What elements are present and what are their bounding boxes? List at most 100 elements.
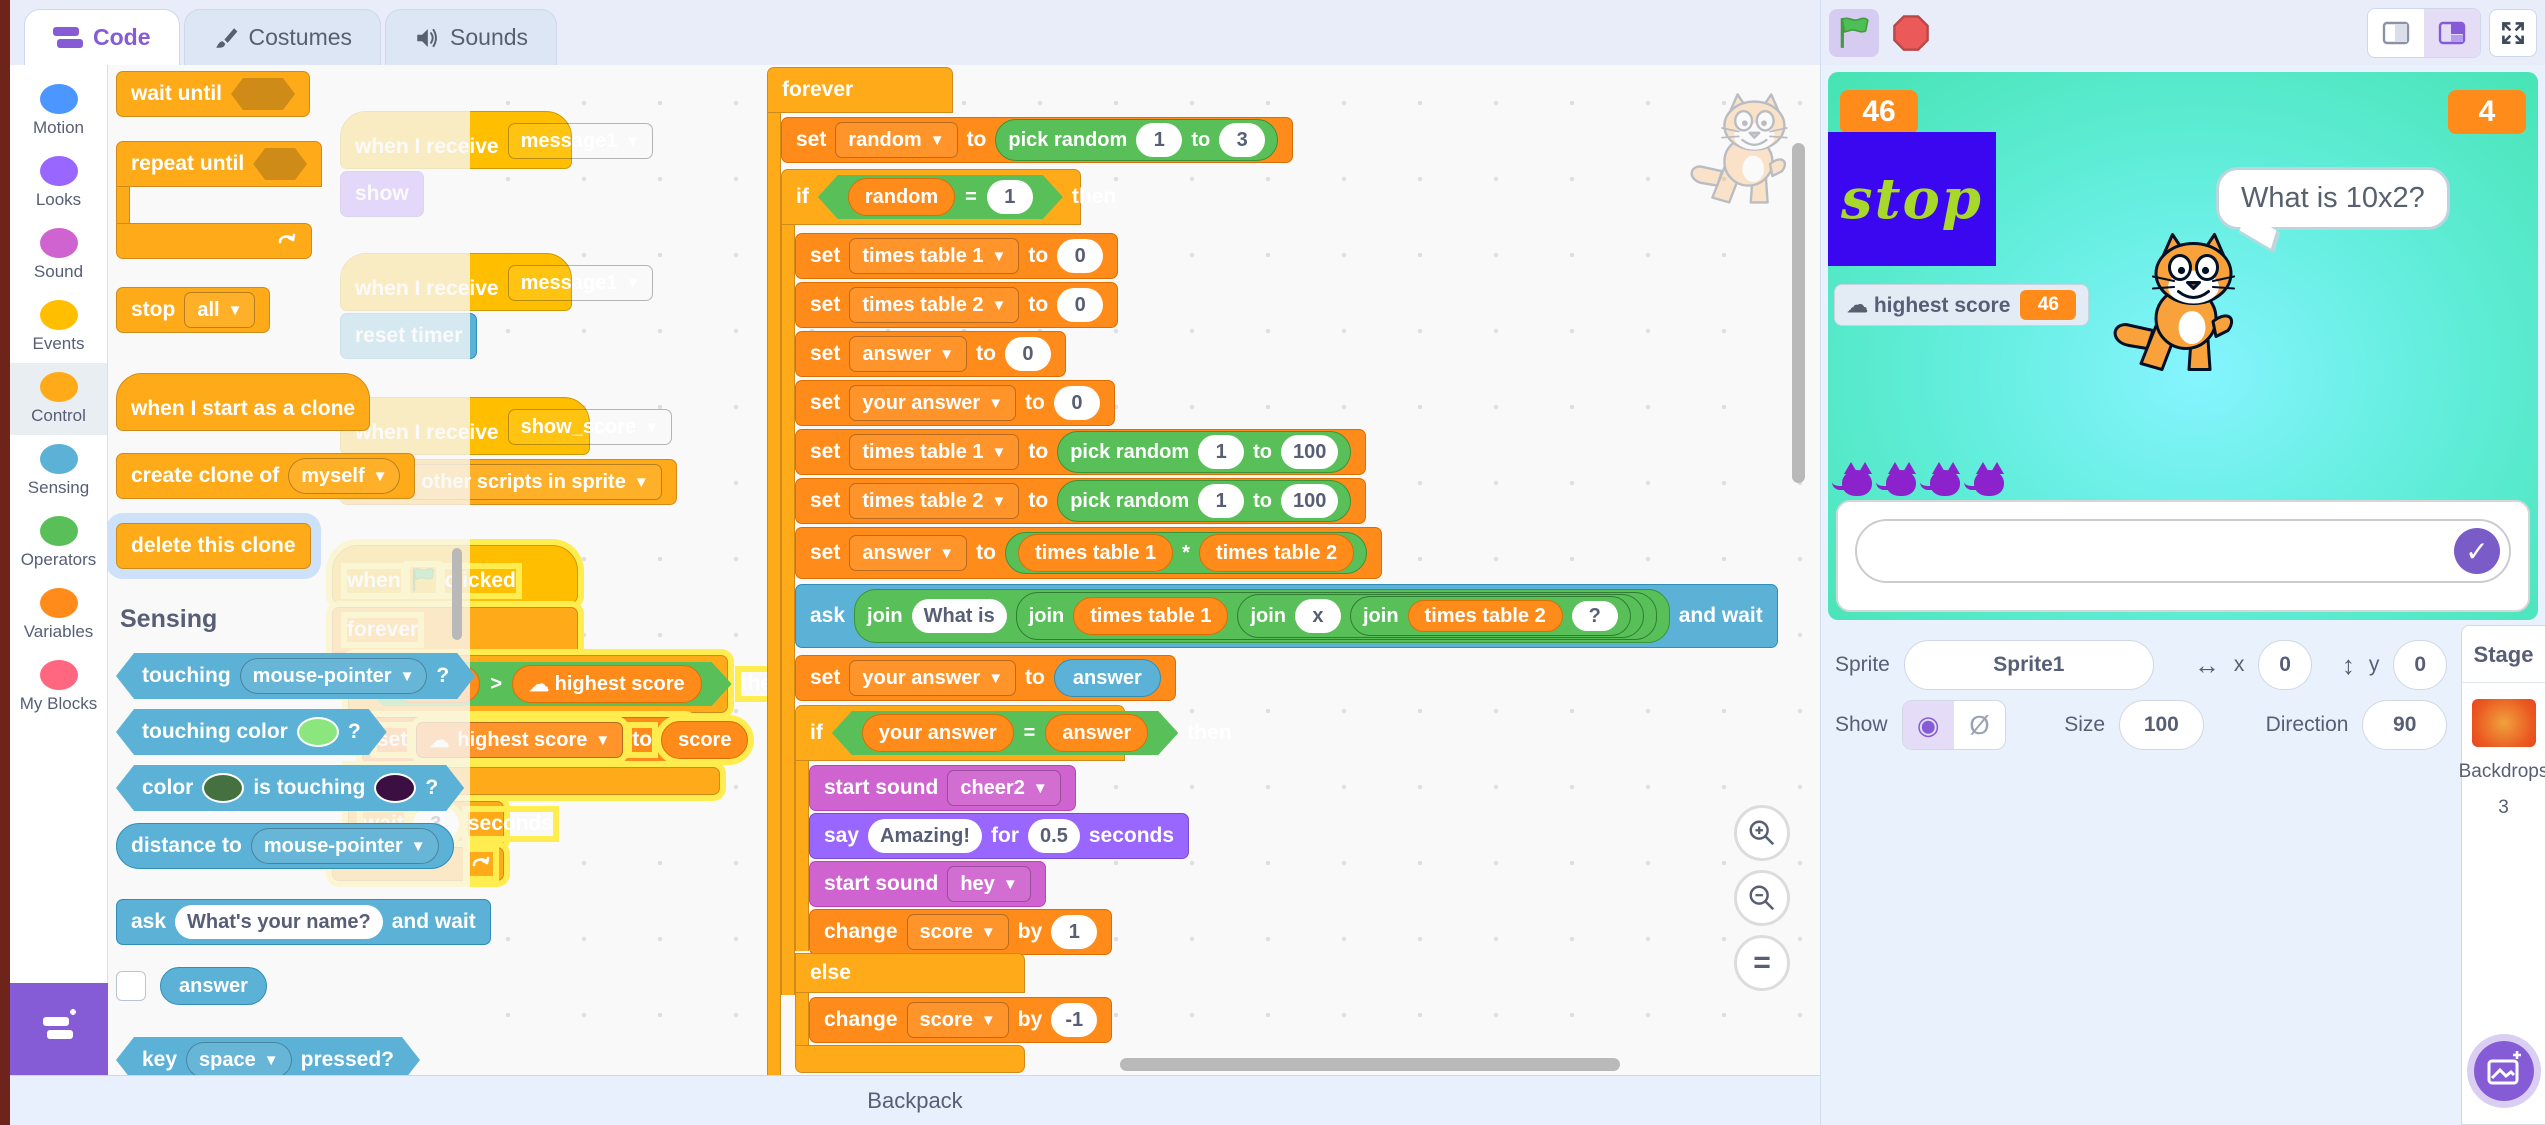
variable-dropdown[interactable]: your answer▼ [849,385,1017,421]
number-input[interactable]: 0.5 [1028,819,1080,853]
show-hidden-button[interactable]: Ø [1954,701,2005,749]
number-input[interactable]: 1 [1198,435,1245,469]
text-input[interactable]: Amazing! [868,819,983,853]
category-myblocks[interactable]: My Blocks [10,651,107,723]
number-input[interactable]: 1 [1198,484,1245,518]
sprite-x-input[interactable]: 0 [2258,640,2312,690]
purple-cat-sprite[interactable] [1832,462,1880,496]
variable-dropdown[interactable]: score▼ [906,1002,1009,1038]
set-tt2-random-block[interactable]: set times table 2▼ to pick random 1 to 1… [795,478,1367,524]
set-tt1-random-block[interactable]: set times table 1▼ to pick random 1 to 1… [795,429,1367,475]
category-operators[interactable]: Operators [10,507,107,579]
message-dropdown[interactable]: show_score▼ [507,409,673,445]
join-operator[interactable]: join What is join times table 1 join x j… [854,589,1670,643]
sound-dropdown[interactable]: hey▼ [947,866,1031,902]
purple-cat-sprite[interactable] [1876,462,1924,496]
stop-button[interactable] [1889,11,1933,55]
palette-answer-reporter[interactable]: answer [160,967,267,1005]
tt2-variable[interactable]: times table 2 [1407,600,1563,632]
number-input[interactable]: 1 [987,180,1033,214]
stage-canvas[interactable]: 46 4 stop ☁ highest score 46 What is 10x… [1828,72,2538,620]
value-input[interactable]: 0 [1053,386,1100,420]
palette-key-pressed-block[interactable]: key space▼ pressed? [116,1037,420,1075]
palette-ask-block[interactable]: ask What's your name? and wait [116,899,491,945]
set-answer-zero-block[interactable]: set answer▼ to 0 [795,331,1066,377]
number-input[interactable]: 100 [1281,484,1339,518]
value-input[interactable]: 0 [1057,288,1104,322]
fullscreen-button[interactable] [2489,8,2537,57]
message-dropdown[interactable]: message1▼ [507,123,654,159]
if-random-header[interactable]: if random = 1 then [781,169,1116,225]
color-picker-swatch[interactable] [297,717,339,747]
submit-answer-button[interactable]: ✓ [2454,528,2500,574]
variable-dropdown[interactable]: times table 1▼ [849,434,1020,470]
boolean-slot[interactable] [253,148,307,180]
sprite-y-input[interactable]: 0 [2393,640,2447,690]
tt2-variable[interactable]: times table 2 [1198,534,1355,572]
tab-costumes[interactable]: Costumes [183,9,382,65]
answer-monitor-checkbox[interactable] [116,971,146,1001]
large-stage-button[interactable] [2424,8,2480,57]
variable-dropdown[interactable]: answer▼ [849,336,968,372]
number-input[interactable]: 1 [1136,123,1183,157]
small-stage-button[interactable] [2368,9,2424,57]
number-input[interactable]: 100 [1281,435,1339,469]
answer-reporter[interactable]: answer [1053,659,1161,697]
tt1-variable[interactable]: times table 1 [1073,597,1229,635]
start-sound-hey-block[interactable]: start sound hey▼ [809,861,1046,907]
workspace-horizontal-scrollbar[interactable] [1120,1058,1620,1071]
category-control[interactable]: Control [10,363,107,435]
if-answer-header[interactable]: if your answer = answer then [795,705,1232,761]
score-monitor-badge[interactable]: 46 [1840,90,1918,134]
set-tt1-zero-block[interactable]: set times table 1▼ to 0 [795,233,1119,279]
key-dropdown[interactable]: space▼ [186,1042,292,1075]
palette-touching-color-block[interactable]: touching color ? [116,709,387,755]
right-monitor-badge[interactable]: 4 [2448,90,2526,134]
start-sound-cheer2-block[interactable]: start sound cheer2▼ [809,765,1076,811]
highest-score-variable[interactable]: ☁ highest score [512,665,702,703]
distance-target-dropdown[interactable]: mouse-pointer▼ [250,828,439,864]
change-score-minus-block[interactable]: change score▼ by -1 [809,997,1113,1043]
join-operator[interactable]: join x join times table 2 ? [1237,594,1644,638]
sprite-name-input[interactable] [1903,640,2154,690]
ask-join-block[interactable]: ask join What is join times table 1 join… [795,584,1778,648]
color-picker-swatch[interactable] [374,773,416,803]
your-answer-variable[interactable]: your answer [862,714,1014,752]
green-flag-button[interactable] [1829,8,1879,57]
variable-dropdown[interactable]: score▼ [906,914,1009,950]
sprite-direction-input[interactable]: 90 [2362,700,2447,750]
purple-cat-sprite[interactable] [1964,462,2012,496]
text-input[interactable]: x [1294,599,1341,633]
tab-code[interactable]: Code [24,9,180,65]
stage-selector-panel[interactable]: Stage Backdrops 3 [2459,625,2545,1125]
palette-create-clone-block[interactable]: create clone of myself▼ [116,453,416,499]
category-sensing[interactable]: Sensing [10,435,107,507]
tab-sounds[interactable]: Sounds [385,9,558,65]
set-your-answer-block[interactable]: set your answer▼ to answer [795,655,1176,701]
palette-delete-clone-block[interactable]: delete this clone [116,523,311,569]
variable-dropdown[interactable]: your answer▼ [849,660,1017,696]
variable-dropdown[interactable]: answer▼ [849,535,968,571]
value-input[interactable]: 0 [1004,337,1051,371]
add-backdrop-button[interactable] [2466,1034,2541,1108]
palette-distance-to-block[interactable]: distance to mouse-pointer▼ [116,823,454,869]
set-answer-multiply-block[interactable]: set answer▼ to times table 1 * times tab… [795,527,1383,579]
cat-sprite[interactable] [2108,224,2258,389]
backpack-bar[interactable]: Backpack [10,1075,1820,1125]
ask-answer-input[interactable]: ✓ [1855,519,2511,583]
set-tt2-zero-block[interactable]: set times table 2▼ to 0 [795,282,1119,328]
palette-stop-block[interactable]: stop all▼ [116,287,271,333]
category-motion[interactable]: Motion [10,75,107,147]
variable-dropdown[interactable]: times table 1▼ [849,238,1020,274]
ask-text-input[interactable]: What's your name? [175,905,383,939]
variable-dropdown[interactable]: random▼ [835,122,958,158]
value-input[interactable]: -1 [1051,1003,1098,1037]
say-amazing-block[interactable]: say Amazing! for 0.5 seconds [809,813,1190,859]
variable-dropdown[interactable]: times table 2▼ [849,483,1020,519]
code-workspace[interactable]: when I receive message1▼ show when I rec… [108,65,1810,1075]
zoom-reset-button[interactable]: = [1734,935,1790,991]
highest-score-monitor[interactable]: ☁ highest score 46 [1834,284,2090,326]
category-sound[interactable]: Sound [10,219,107,291]
tt1-variable[interactable]: times table 1 [1017,534,1174,572]
touching-target-dropdown[interactable]: mouse-pointer▼ [240,658,428,694]
